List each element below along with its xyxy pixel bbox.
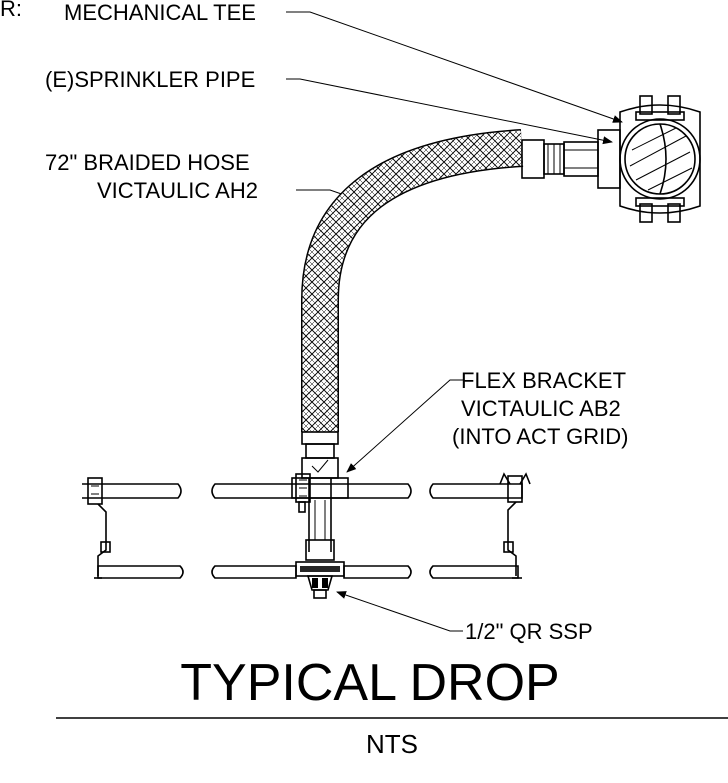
label-sprinkler-pipe: (E)SPRINKLER PIPE [45,67,255,92]
leader-lines [286,11,623,632]
label-mechanical-tee: MECHANICAL TEE [64,0,256,25]
label-bracket-line2: VICTAULIC AB2 [461,396,621,421]
mechanical-tee [597,95,701,223]
drop-fitting [301,431,339,561]
leader-mechanical-tee [286,11,623,123]
edge-fragment-text: R: [0,0,22,21]
label-sprinkler-head: 1/2" QR SSP [465,619,593,644]
leader-sprinkler-head [336,591,463,632]
braided-hose [301,129,524,432]
scale-note: NTS [366,729,418,759]
ceiling-grid-top [82,483,523,499]
label-hose-line1: 72" BRAIDED HOSE [45,150,250,175]
leader-sprinkler-pipe [286,78,613,145]
label-bracket-line3: (INTO ACT GRID) [452,424,628,449]
detail-title: TYPICAL DROP [180,654,560,712]
label-bracket-line1: FLEX BRACKET [461,368,626,393]
label-hose-line2: VICTAULIC AH2 [97,178,258,203]
left-grid-clip [87,477,111,576]
flex-bracket [291,473,349,513]
sprinkler-head [295,561,345,599]
right-grid-clip [499,472,531,576]
hose-end-fitting [521,139,599,179]
ceiling-tile [94,565,522,579]
leader-flex-bracket [346,379,463,473]
